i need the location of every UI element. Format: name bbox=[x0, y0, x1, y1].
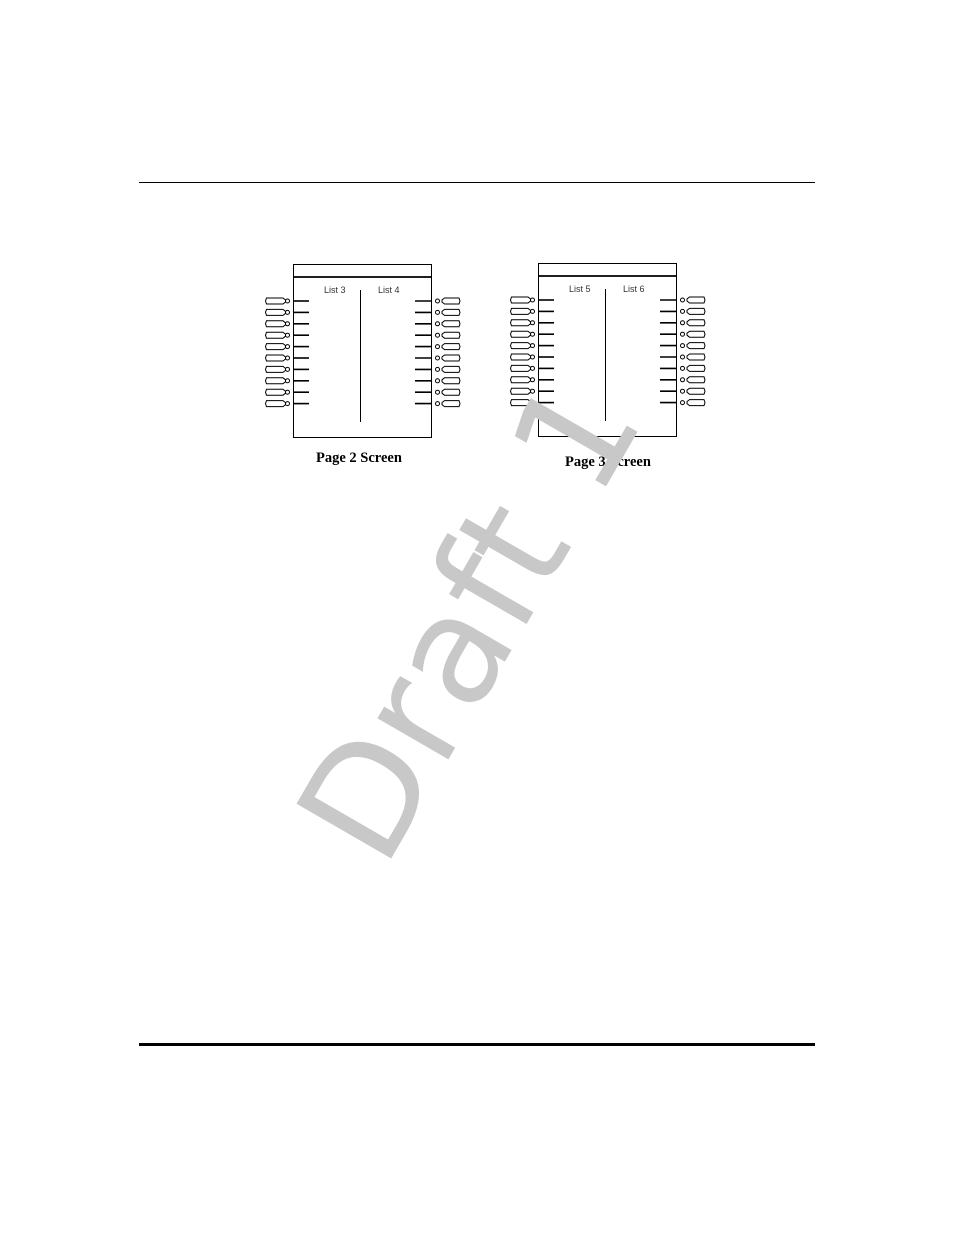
left-key-9 bbox=[509, 387, 531, 395]
left-key-5 bbox=[264, 343, 286, 351]
left-key-led-6 bbox=[530, 354, 535, 360]
right-key-2 bbox=[441, 308, 461, 316]
left-key-8 bbox=[264, 377, 286, 385]
screen-drawing bbox=[264, 264, 461, 438]
left-key-5 bbox=[509, 342, 531, 350]
right-key-led-7 bbox=[680, 365, 685, 371]
right-key-led-9 bbox=[435, 389, 440, 395]
list-4-label: List 4 bbox=[378, 285, 400, 295]
page-2-screen-caption: Page 2 Screen bbox=[316, 450, 402, 466]
left-key-led-10 bbox=[530, 400, 535, 406]
left-key-10 bbox=[264, 400, 286, 408]
left-key-led-3 bbox=[285, 321, 290, 327]
left-key-led-7 bbox=[530, 365, 535, 371]
right-key-led-10 bbox=[435, 401, 440, 407]
right-key-led-6 bbox=[680, 354, 685, 360]
right-key-led-2 bbox=[680, 308, 685, 314]
right-key-10 bbox=[686, 399, 706, 407]
left-key-led-1 bbox=[530, 297, 535, 303]
page-2-screen-figure: List 3 List 4 bbox=[262, 262, 464, 442]
left-key-led-7 bbox=[285, 366, 290, 372]
header-rule bbox=[139, 182, 815, 183]
left-key-led-8 bbox=[530, 377, 535, 383]
left-key-led-9 bbox=[530, 388, 535, 394]
right-key-8 bbox=[441, 377, 461, 385]
page-3-screen-figure: List 5 List 6 bbox=[507, 261, 709, 441]
left-key-7 bbox=[509, 364, 531, 372]
left-key-2 bbox=[264, 308, 286, 316]
right-key-5 bbox=[441, 343, 461, 351]
right-key-1 bbox=[441, 297, 461, 305]
right-key-led-5 bbox=[680, 343, 685, 349]
left-key-9 bbox=[264, 388, 286, 396]
left-key-3 bbox=[509, 319, 531, 327]
right-key-9 bbox=[686, 387, 706, 395]
left-key-3 bbox=[264, 320, 286, 328]
left-key-4 bbox=[264, 331, 286, 339]
right-key-led-8 bbox=[435, 378, 440, 384]
right-key-led-3 bbox=[435, 321, 440, 327]
screen-drawing bbox=[509, 263, 706, 437]
right-key-led-3 bbox=[680, 320, 685, 326]
left-key-2 bbox=[509, 307, 531, 315]
right-key-led-1 bbox=[435, 298, 440, 304]
right-key-1 bbox=[686, 296, 706, 304]
left-key-led-2 bbox=[285, 309, 290, 315]
footer-rule bbox=[139, 1043, 815, 1046]
page-3-screen-caption: Page 3 Screen bbox=[565, 454, 651, 470]
left-key-led-5 bbox=[530, 343, 535, 349]
right-key-3 bbox=[686, 319, 706, 327]
left-key-1 bbox=[509, 296, 531, 304]
right-key-led-6 bbox=[435, 355, 440, 361]
right-key-led-8 bbox=[680, 377, 685, 383]
right-key-7 bbox=[686, 364, 706, 372]
right-key-6 bbox=[686, 353, 706, 361]
left-key-8 bbox=[509, 376, 531, 384]
right-key-led-2 bbox=[435, 309, 440, 315]
left-key-led-10 bbox=[285, 401, 290, 407]
page-3-screen-diagram bbox=[509, 263, 706, 437]
right-key-9 bbox=[441, 388, 461, 396]
left-key-1 bbox=[264, 297, 286, 305]
left-key-6 bbox=[509, 353, 531, 361]
left-key-7 bbox=[264, 365, 286, 373]
screen-frame bbox=[538, 263, 677, 437]
page-2-screen-diagram bbox=[264, 264, 461, 438]
right-key-led-7 bbox=[435, 366, 440, 372]
left-key-led-4 bbox=[285, 332, 290, 338]
left-key-10 bbox=[509, 399, 531, 407]
screen-frame bbox=[293, 264, 432, 438]
right-key-led-5 bbox=[435, 344, 440, 350]
right-key-4 bbox=[686, 330, 706, 338]
left-key-led-3 bbox=[530, 320, 535, 326]
left-key-led-1 bbox=[285, 298, 290, 304]
list-5-label: List 5 bbox=[569, 284, 591, 294]
right-key-3 bbox=[441, 320, 461, 328]
right-key-led-10 bbox=[680, 400, 685, 406]
left-key-led-2 bbox=[530, 308, 535, 314]
right-key-led-9 bbox=[680, 388, 685, 394]
left-key-4 bbox=[509, 330, 531, 338]
left-key-led-4 bbox=[530, 331, 535, 337]
left-key-6 bbox=[264, 354, 286, 362]
right-key-8 bbox=[686, 376, 706, 384]
right-key-led-1 bbox=[680, 297, 685, 303]
right-key-10 bbox=[441, 400, 461, 408]
right-key-led-4 bbox=[680, 331, 685, 337]
left-key-led-8 bbox=[285, 378, 290, 384]
right-key-6 bbox=[441, 354, 461, 362]
left-key-led-5 bbox=[285, 344, 290, 350]
right-key-4 bbox=[441, 331, 461, 339]
right-key-led-4 bbox=[435, 332, 440, 338]
list-3-label: List 3 bbox=[324, 285, 346, 295]
right-key-7 bbox=[441, 365, 461, 373]
right-key-5 bbox=[686, 342, 706, 350]
list-6-label: List 6 bbox=[623, 284, 645, 294]
right-key-2 bbox=[686, 307, 706, 315]
left-key-led-6 bbox=[285, 355, 290, 361]
left-key-led-9 bbox=[285, 389, 290, 395]
